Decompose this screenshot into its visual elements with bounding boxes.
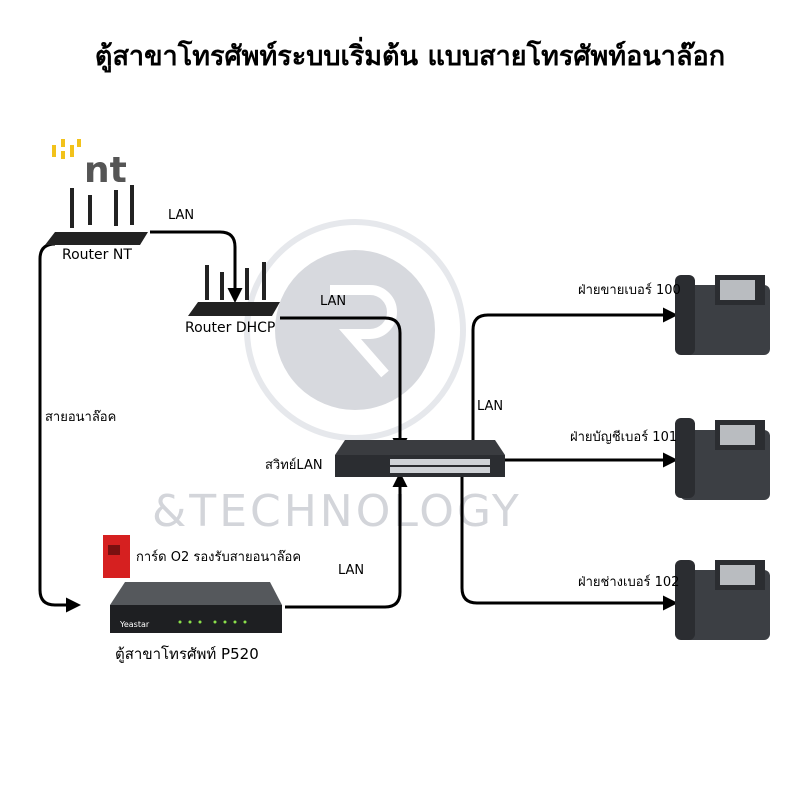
line-dhcp-switch xyxy=(280,316,408,453)
svg-text:nt: nt xyxy=(84,150,127,191)
line-switch-phone102 xyxy=(460,470,678,611)
router-nt-icon xyxy=(45,185,148,245)
link-label-pbx-switch: LAN xyxy=(338,563,365,578)
switch-icon xyxy=(335,440,505,477)
link-label-dhcp-switch: LAN xyxy=(320,294,347,309)
link-label-switch-phones: LAN xyxy=(477,399,504,414)
line-analog xyxy=(38,242,81,613)
phone-100-label: ฝ่ายขายเบอร์ 100 xyxy=(578,283,681,298)
link-label-analog: สายอนาล๊อค xyxy=(45,410,117,425)
page-title: ตู้สาขาโทรศัพท์ระบบเริ่มต้น แบบสายโทรศัพ… xyxy=(94,41,726,72)
phone-100-icon xyxy=(675,275,770,355)
phone-102-icon xyxy=(675,560,770,640)
line-switch-phone100 xyxy=(471,307,678,455)
watermark-text: &TECHNOLOGY xyxy=(152,486,522,537)
phone-icons xyxy=(675,275,770,640)
phone-101-label: ฝ่ายบัญชีเบอร์ 101 xyxy=(570,430,678,445)
pbx-brand: Yeastar xyxy=(119,620,150,629)
line-nt-dhcp xyxy=(150,230,243,303)
phone-101-icon xyxy=(675,418,770,500)
router-dhcp-label: Router DHCP xyxy=(185,320,276,336)
router-dhcp-icon xyxy=(188,262,280,316)
card-label: การ์ด O2 รองรับสายอนาล๊อค xyxy=(136,550,302,565)
switch-label: สวิทย์LAN xyxy=(265,458,323,473)
line-pbx-switch xyxy=(285,472,408,609)
pbx-label: ตู้สาขาโทรศัพท์ P520 xyxy=(115,645,259,663)
router-nt-label: Router NT xyxy=(62,247,132,263)
link-label-nt-dhcp: LAN xyxy=(168,208,195,223)
phone-102-label: ฝ่ายช่างเบอร์ 102 xyxy=(578,575,680,590)
card-icon xyxy=(103,535,130,578)
pbx-icon: Yeastar xyxy=(110,582,282,633)
